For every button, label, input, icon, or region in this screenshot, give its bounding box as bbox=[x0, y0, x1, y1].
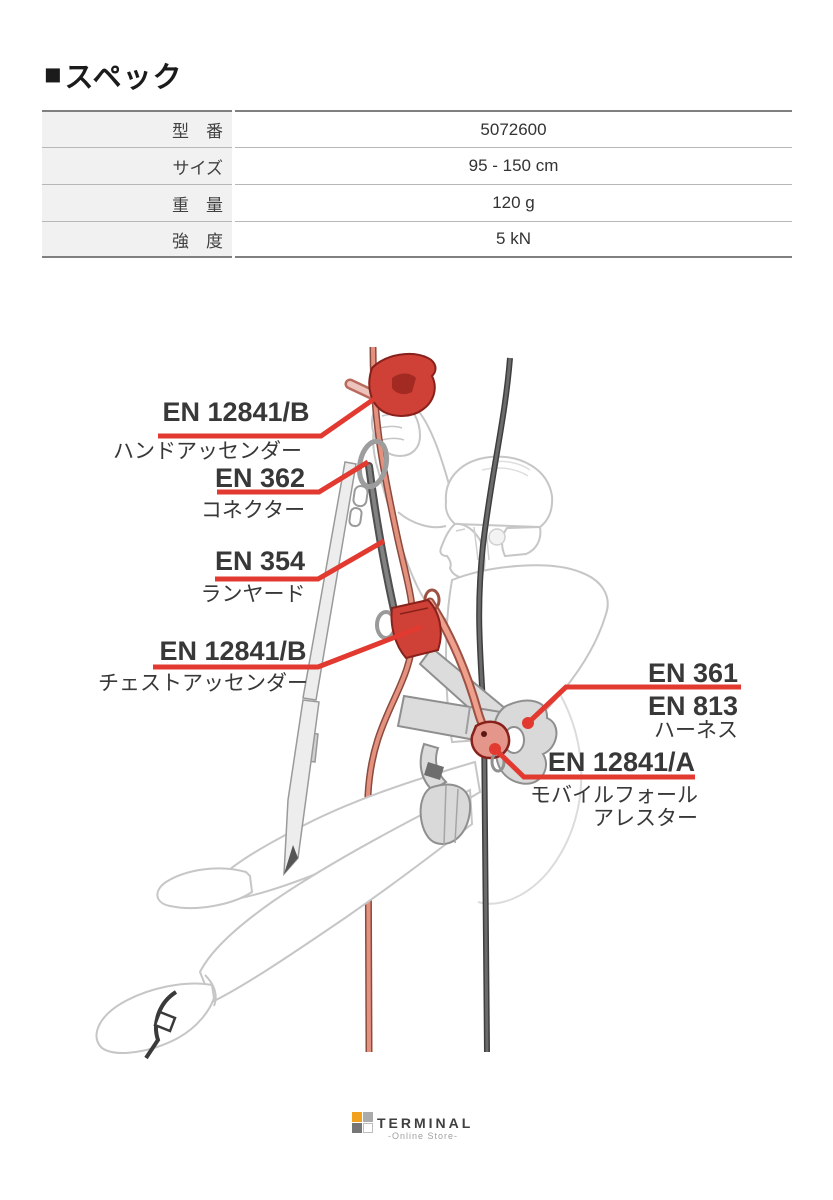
page-title: ■ スペック bbox=[44, 54, 183, 96]
pant-cuff-line bbox=[204, 974, 217, 1007]
label-en813: EN 813 bbox=[647, 691, 738, 721]
leader-connector bbox=[217, 459, 370, 495]
waist-belt-seam bbox=[465, 705, 471, 735]
caption-fall-arrester-line1: モバイルフォール bbox=[530, 784, 698, 807]
leader-fall-arrester bbox=[493, 747, 695, 780]
leader-hand-ascender bbox=[158, 396, 376, 439]
spec-value-weight: 120 g bbox=[235, 184, 792, 221]
title-square-bullet: ■ bbox=[44, 58, 63, 91]
spec-value-size: 95 - 150 cm bbox=[235, 147, 792, 184]
logo-squares-icon bbox=[352, 1112, 373, 1133]
foot-loop-tip bbox=[284, 845, 298, 874]
caption-fall-arrester-line2: アレスター bbox=[593, 807, 698, 830]
working-rope bbox=[365, 346, 416, 1053]
spec-value-strength: 5 kN bbox=[235, 221, 792, 258]
swivel-lower bbox=[348, 507, 363, 528]
leader-harness-dot bbox=[522, 717, 534, 729]
table-row: 型 番 5072600 bbox=[42, 110, 792, 147]
spec-label-strength: 強 度 bbox=[42, 221, 232, 258]
helmet bbox=[444, 455, 554, 529]
caption-chest-ascender: チェストアッセンダー bbox=[98, 672, 308, 695]
spec-label-weight: 重 量 bbox=[42, 184, 232, 221]
label-en12841b-chest: EN 12841/B bbox=[159, 636, 307, 666]
safety-rope bbox=[477, 357, 512, 1053]
connector-carabiner bbox=[356, 438, 390, 490]
brand-tagline: -Online Store- bbox=[387, 1131, 459, 1141]
caption-connector: コネクター bbox=[200, 499, 306, 522]
label-en361: EN 361 bbox=[647, 658, 738, 688]
leg-strap-buckle bbox=[424, 762, 444, 780]
leader-harness bbox=[526, 684, 741, 725]
swivel-upper bbox=[352, 485, 369, 508]
spec-table: 型 番 5072600 サイズ 95 - 150 cm 重 量 120 g 強 … bbox=[42, 110, 792, 258]
leader-fall-arrester-dot bbox=[489, 743, 501, 755]
boot-strap-buckle bbox=[153, 1010, 177, 1033]
label-en354: EN 354 bbox=[214, 546, 306, 576]
page-title-text: スペック bbox=[64, 62, 183, 94]
leader-chest-ascender bbox=[153, 624, 422, 670]
spec-label-size: サイズ bbox=[42, 147, 232, 184]
fall-arrester-rivet bbox=[481, 731, 487, 737]
leader-lanyard bbox=[215, 538, 386, 582]
store-logo: TERMINAL -Online Store- bbox=[352, 1112, 492, 1141]
spec-label-model: 型 番 bbox=[42, 110, 232, 147]
far-boot bbox=[156, 867, 254, 909]
helmet-side-shell bbox=[501, 525, 542, 558]
chest-ascender-detail bbox=[399, 607, 429, 615]
caption-hand-ascender: ハンドアッセンダー bbox=[113, 440, 302, 463]
label-en12841a: EN 12841/A bbox=[547, 747, 695, 777]
foot-loop-strap-upper bbox=[302, 461, 357, 701]
table-row: 強 度 5 kN bbox=[42, 221, 792, 258]
helmet-ear-piece bbox=[488, 528, 506, 546]
caption-lanyard: ランヤード bbox=[200, 583, 306, 606]
brand-name: TERMINAL bbox=[377, 1114, 474, 1131]
slack-rope-loop bbox=[477, 651, 583, 905]
spec-value-model: 5072600 bbox=[235, 110, 792, 147]
table-row: サイズ 95 - 150 cm bbox=[42, 147, 792, 184]
table-row: 重 量 120 g bbox=[42, 184, 792, 221]
lanyard-strap bbox=[367, 464, 396, 612]
sleeve-cuff-line bbox=[397, 511, 447, 529]
face-profile bbox=[439, 522, 486, 587]
seat-pad-stripes bbox=[443, 784, 459, 846]
hand-ascender-cam bbox=[392, 373, 416, 395]
label-en12841b-hand: EN 12841/B bbox=[162, 397, 310, 427]
label-en362: EN 362 bbox=[214, 463, 306, 493]
caption-harness: ハーネス bbox=[654, 719, 738, 742]
